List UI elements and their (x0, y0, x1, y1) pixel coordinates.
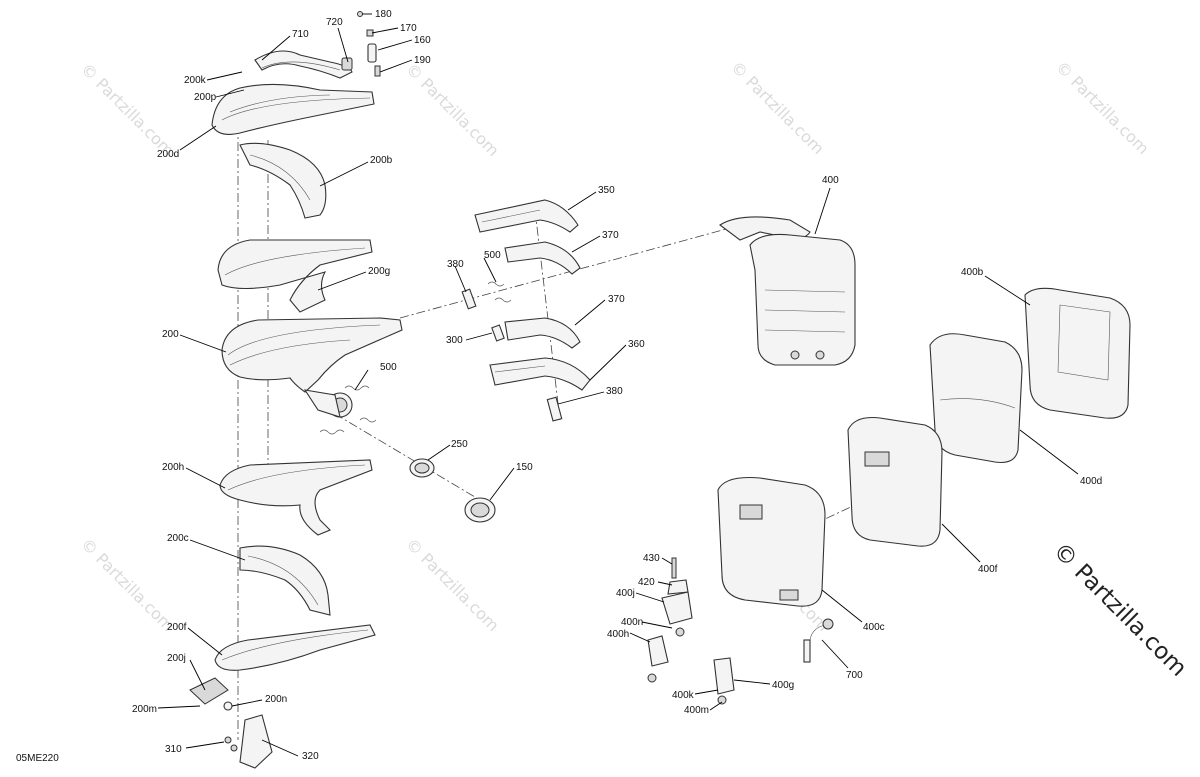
watermark: © Partzilla.com (402, 59, 503, 160)
label-400n: 400n (621, 617, 643, 628)
label-400d: 400d (1080, 476, 1102, 487)
label-180: 180 (375, 9, 392, 20)
label-200j: 200j (167, 653, 186, 664)
partzilla-watermark-main: © Partzilla.com (1048, 538, 1192, 682)
heat-shield-200f (214, 624, 376, 671)
clamp-380-upper (461, 288, 477, 310)
sensor-700 (803, 618, 834, 663)
label-200n: 200n (265, 694, 287, 705)
shield-400f (847, 416, 943, 547)
label-310: 310 (165, 744, 182, 755)
label-400c: 400c (863, 622, 885, 633)
pipe-350 (474, 199, 579, 233)
label-400j: 400j (616, 588, 635, 599)
part-labels: 180 720 170 710 160 190 200k 200p 200d 2… (132, 9, 1102, 762)
label-190: 190 (414, 55, 431, 66)
clamp-380-lower (546, 396, 563, 422)
heat-shield-200c (239, 545, 331, 616)
shield-400c (717, 476, 826, 607)
springs-500 (319, 385, 377, 435)
label-360: 360 (628, 339, 645, 350)
gasket-150 (464, 497, 496, 523)
label-200b: 200b (370, 155, 393, 166)
heat-shield-200b (239, 142, 327, 219)
label-200m: 200m (132, 704, 157, 715)
bracket-320 (224, 714, 273, 769)
label-400f: 400f (978, 564, 998, 575)
label-380-lower: 380 (606, 386, 623, 397)
label-400b: 400b (961, 267, 984, 278)
label-200p: 200p (194, 92, 217, 103)
heat-shield-200g (217, 239, 373, 313)
label-250: 250 (451, 439, 468, 450)
label-200h: 200h (162, 462, 184, 473)
label-420: 420 (638, 577, 655, 588)
label-200d: 200d (157, 149, 179, 160)
watermark: © Partzilla.com (77, 59, 178, 160)
label-400m: 400m (684, 705, 709, 716)
label-200k: 200k (184, 75, 207, 86)
muffler-200 (221, 317, 403, 418)
drawing-code: 05ME220 (16, 753, 59, 764)
label-300: 300 (446, 335, 463, 346)
watermark: © Partzilla.com (1052, 57, 1153, 158)
watermark: © Partzilla.com (727, 57, 828, 158)
gasket-250 (409, 458, 435, 478)
label-370-lower: 370 (608, 294, 625, 305)
bracket-710 (254, 50, 353, 79)
shield-400d (929, 333, 1023, 464)
label-400: 400 (822, 175, 839, 186)
pipe-360 (489, 357, 591, 391)
label-400g: 400g (772, 680, 794, 691)
springs-500-mid (487, 281, 512, 303)
bracket-200j (189, 677, 233, 711)
pipe-370-lower (504, 317, 581, 349)
label-150: 150 (516, 462, 533, 473)
label-370-upper: 370 (602, 230, 619, 241)
assembly-lines (237, 125, 931, 740)
label-160: 160 (414, 35, 431, 46)
clamp-300 (491, 324, 505, 342)
label-400k: 400k (672, 690, 695, 701)
label-170: 170 (400, 23, 417, 34)
hardware-720-190 (341, 11, 381, 77)
watermark: © Partzilla.com (77, 534, 178, 635)
heat-shield-200h (219, 459, 373, 536)
label-500-mid: 500 (484, 250, 501, 261)
label-380-upper: 380 (447, 259, 464, 270)
label-710: 710 (292, 29, 309, 40)
heat-shield-top-200d (211, 83, 375, 135)
label-200: 200 (162, 329, 179, 340)
leader-lines (157, 13, 1079, 757)
silencer-400 (719, 216, 856, 366)
label-350: 350 (598, 185, 615, 196)
watermark: © Partzilla.com (402, 534, 503, 635)
label-200f: 200f (167, 622, 187, 633)
label-430: 430 (643, 553, 660, 564)
label-400h: 400h (607, 629, 629, 640)
label-200g: 200g (368, 266, 390, 277)
label-200c: 200c (167, 533, 189, 544)
label-500-left: 500 (380, 362, 397, 373)
shield-400b (1024, 287, 1131, 419)
pipe-370-upper (504, 241, 581, 275)
label-720: 720 (326, 17, 343, 28)
label-320: 320 (302, 751, 319, 762)
label-700: 700 (846, 670, 863, 681)
mount-hardware-400 (647, 557, 735, 705)
